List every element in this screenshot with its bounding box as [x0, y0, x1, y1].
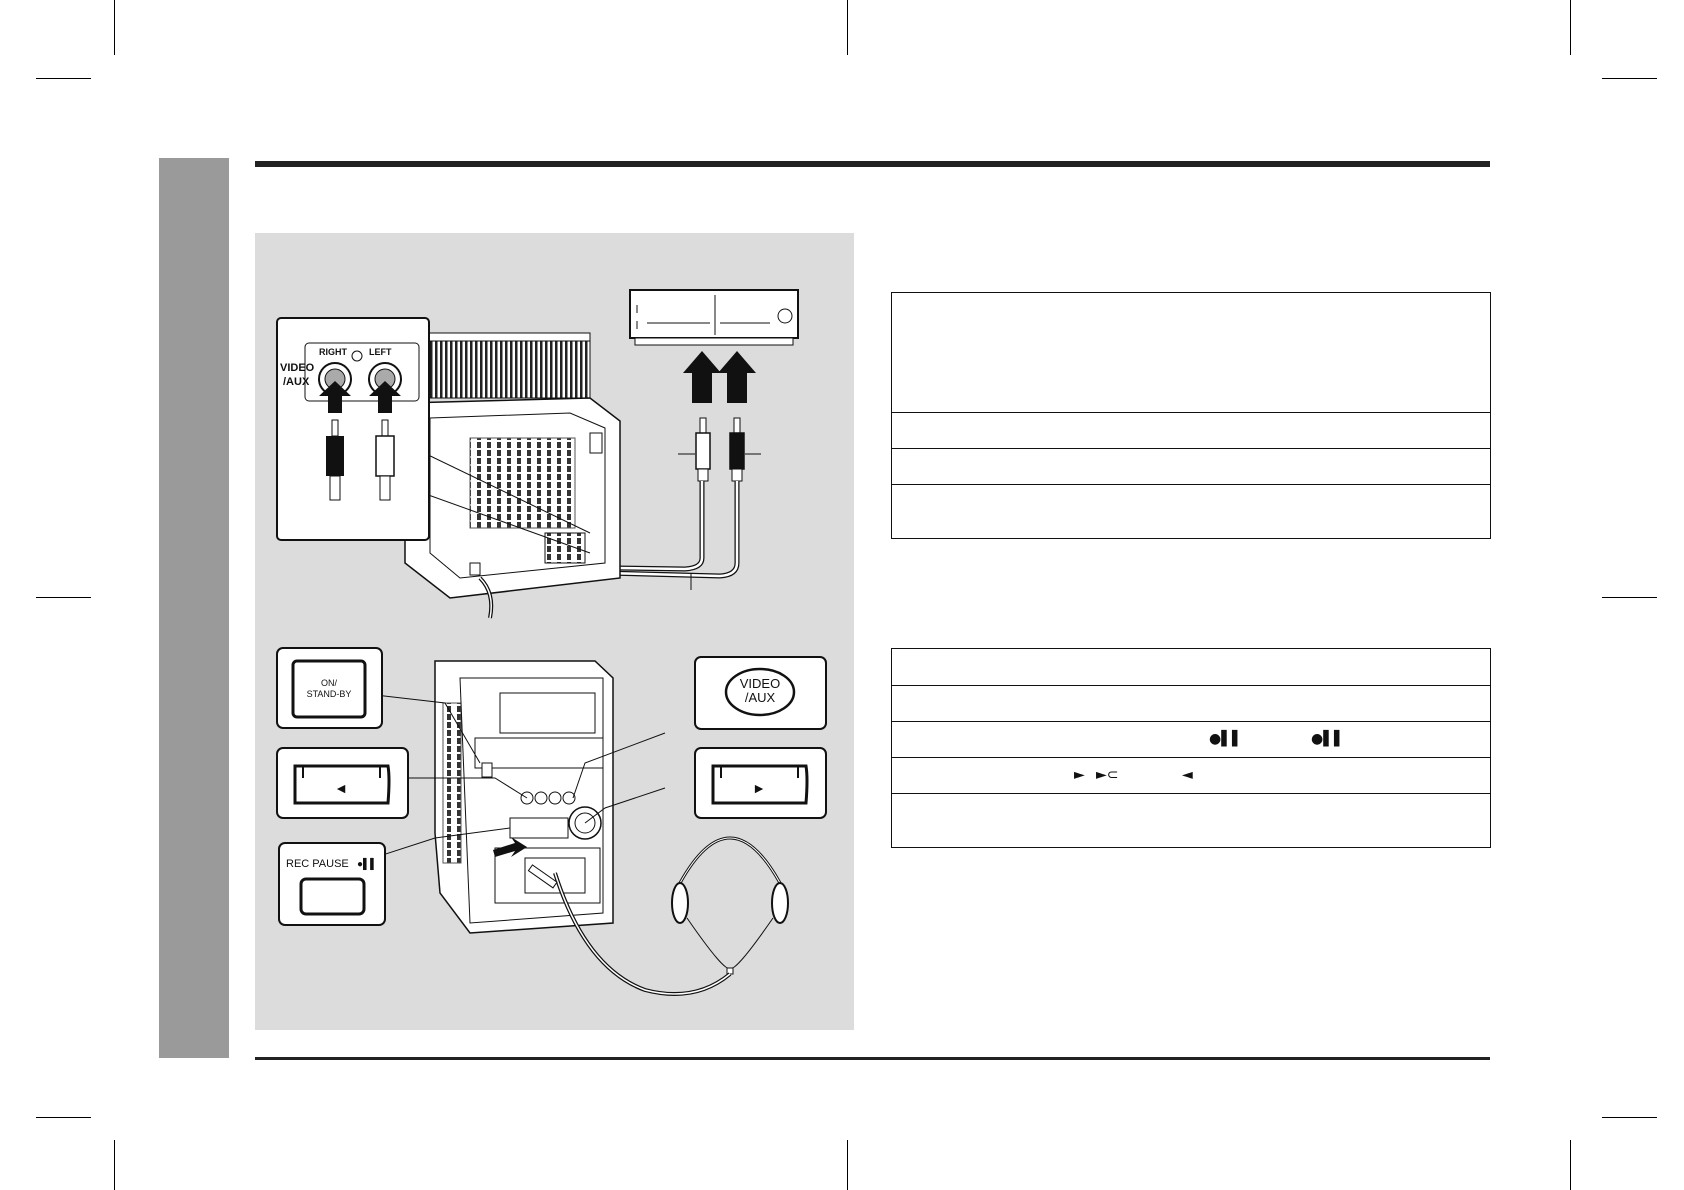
on-standby-label-2: STAND-BY	[307, 689, 352, 699]
on-standby-button[interactable]	[276, 647, 383, 729]
jack-right-label: RIGHT	[319, 347, 348, 357]
jack-video-label: VIDEO	[280, 362, 315, 374]
forward-play-icon: ►	[1074, 767, 1085, 783]
crop-mark	[36, 78, 91, 79]
table-row	[892, 484, 1490, 537]
table-row	[892, 685, 1490, 721]
crop-mark	[847, 0, 848, 55]
crop-mark	[1602, 597, 1657, 598]
crop-mark	[114, 1140, 115, 1190]
table-row	[892, 793, 1490, 846]
video-aux-button[interactable]	[694, 656, 827, 730]
rec-pause-icon: ●▌▌	[1209, 731, 1243, 747]
vcr-unit	[629, 289, 799, 346]
jack-aux-label: /AUX	[283, 376, 310, 388]
crop-mark	[114, 0, 115, 55]
crop-mark	[36, 1117, 91, 1118]
table-row: ●▌▌ ●▌▌	[892, 721, 1490, 757]
crop-mark	[1570, 1140, 1571, 1190]
arrow-right-icon	[493, 837, 527, 857]
reverse-play-icon: ◄	[334, 780, 348, 796]
crop-mark	[36, 597, 91, 598]
forward-repeat-icon: ►⊂	[1096, 767, 1119, 783]
connection-steps-table	[891, 292, 1491, 539]
rec-pause-label: REC PAUSE	[286, 858, 349, 870]
jack-left-label: LEFT	[369, 347, 392, 357]
footer-rule	[255, 1057, 1490, 1060]
reverse-play-icon: ◄	[1182, 767, 1193, 783]
rec-pause-button[interactable]	[278, 842, 386, 926]
connection-illustration: RIGHT LEFT VIDEO /AUX	[255, 233, 854, 1030]
table-row	[892, 412, 1490, 448]
connection-diagram: RIGHT LEFT VIDEO /AUX	[276, 289, 827, 997]
main-unit-rear	[404, 332, 621, 619]
rca-plug-white	[695, 417, 711, 482]
table-row	[892, 649, 1490, 685]
crop-mark	[1602, 78, 1657, 79]
rec-pause-icon: ●▌▌	[357, 857, 377, 871]
video-aux-label-1: VIDEO	[740, 676, 780, 691]
table-row: ► ►⊂ ◄	[892, 757, 1490, 793]
on-standby-label-1: ON/	[321, 678, 338, 688]
recording-steps-table: ●▌▌ ●▌▌ ► ►⊂ ◄	[891, 648, 1491, 848]
main-unit-front	[434, 660, 614, 934]
crop-mark	[847, 1140, 848, 1190]
section-side-tab	[159, 158, 229, 1058]
forward-play-icon: ►	[752, 780, 766, 796]
arrow-up-icon	[683, 351, 721, 403]
table-row	[892, 448, 1490, 484]
arrow-up-icon	[718, 351, 756, 403]
rca-plug-red	[729, 417, 745, 482]
rec-pause-icon: ●▌▌	[1311, 731, 1345, 747]
crop-mark	[1570, 0, 1571, 55]
headphones	[527, 836, 789, 997]
video-aux-label-2: /AUX	[745, 690, 776, 705]
table-row	[892, 293, 1490, 412]
header-rule	[255, 161, 1490, 167]
forward-play-button[interactable]	[694, 747, 827, 819]
reverse-play-button[interactable]	[276, 747, 409, 819]
crop-mark	[1602, 1117, 1657, 1118]
jack-detail-panel	[276, 317, 430, 541]
